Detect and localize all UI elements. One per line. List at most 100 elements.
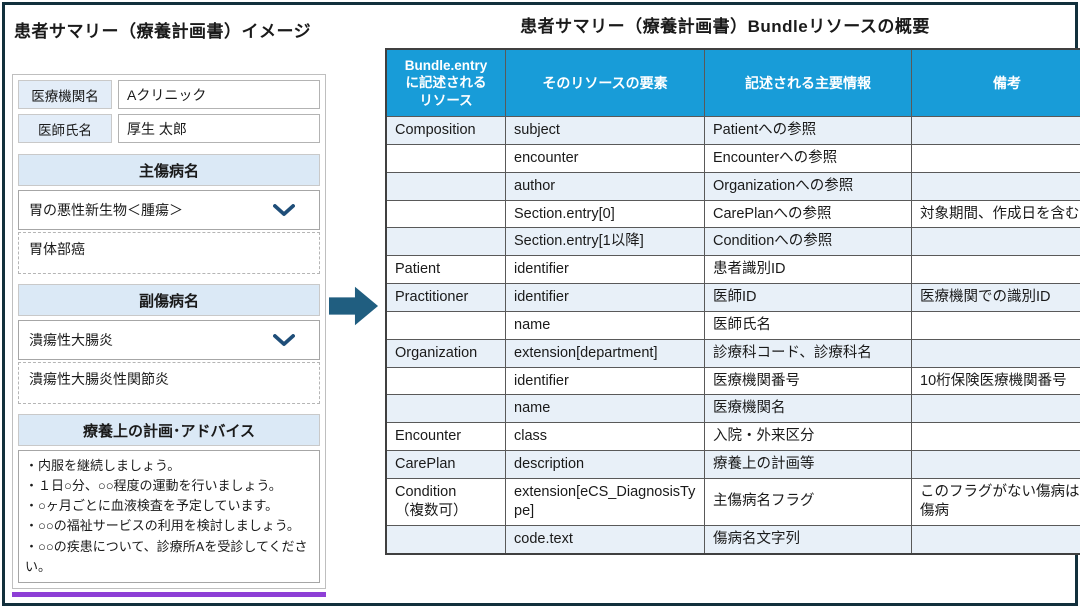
advice-line: ・１日○分、○○程度の運動を行いましょう。 [25, 478, 282, 494]
sub-disease-select-value: 潰瘍性大腸炎 [29, 332, 113, 348]
cell-element: name [505, 310, 705, 340]
cell-resource: Organization [385, 338, 506, 368]
cell-element: description [505, 450, 705, 479]
flow-arrow-icon [329, 283, 379, 329]
cell-info: 入院・外来区分 [704, 422, 912, 452]
header-element: そのリソースの要素 [505, 48, 705, 117]
section-header-sub-disease: 副傷病名 [18, 284, 320, 316]
cell-info: Organizationへの参照 [704, 171, 912, 201]
cell-info: 医療機関名 [704, 394, 912, 424]
cell-remark [911, 422, 1080, 452]
sub-disease-detail-input[interactable]: 潰瘍性大腸炎性関節炎 [18, 362, 320, 404]
advice-line: ・○○の疾患について、診療所Aを受診してください。 [25, 538, 308, 574]
cell-element: code.text [505, 524, 705, 555]
cell-resource [385, 227, 506, 257]
left-panel-title: 患者サマリー（療養計画書）イメージ [14, 22, 312, 41]
patient-summary-panel: 患者サマリー（療養計画書）イメージ 医療機関名 Aクリニック 医師氏名 厚生 太… [12, 12, 326, 597]
table-row: Condition （複数可）extension[eCS_DiagnosisTy… [385, 477, 1080, 526]
cell-info: 主傷病名フラグ [704, 477, 912, 526]
cell-remark [911, 116, 1080, 145]
cell-remark [911, 310, 1080, 340]
right-panel-title: 患者サマリー（療養計画書）Bundleリソースの概要 [520, 17, 930, 36]
cell-element: name [505, 394, 705, 424]
cell-remark [911, 171, 1080, 201]
org-name-field-row: 医療機関名 Aクリニック [18, 80, 320, 109]
chevron-down-icon [273, 203, 295, 217]
header-row: Bundle.entry に記述される リソース そのリソースの要素 記述される… [385, 48, 1080, 117]
cell-info: 療養上の計画等 [704, 450, 912, 479]
patient-summary-form: 医療機関名 Aクリニック 医師氏名 厚生 太郎 主傷病名 胃の悪性新生物＜腫瘍＞… [12, 74, 326, 589]
cell-resource [385, 199, 506, 229]
cell-element: subject [505, 116, 705, 145]
doctor-name-input[interactable]: 厚生 太郎 [118, 114, 320, 143]
cell-resource: Composition [385, 116, 506, 145]
advice-line: ・○ヶ月ごとに血液検査を予定しています。 [25, 498, 279, 514]
cell-remark [911, 338, 1080, 368]
cell-resource: CarePlan [385, 450, 506, 479]
doctor-name-label: 医師氏名 [18, 114, 112, 143]
cell-resource: Condition （複数可） [385, 477, 506, 526]
cell-info: Patientへの参照 [704, 116, 912, 145]
cell-remark [911, 143, 1080, 173]
bundle-overview-panel: 患者サマリー（療養計画書）Bundleリソースの概要 Bundle.entry … [385, 8, 1080, 555]
cell-element: identifier [505, 366, 705, 396]
main-disease-select-value: 胃の悪性新生物＜腫瘍＞ [29, 202, 183, 218]
cell-info: Encounterへの参照 [704, 143, 912, 173]
cell-remark: 10桁保険医療機関番号 [911, 366, 1080, 396]
org-name-label: 医療機関名 [18, 80, 112, 109]
org-name-input[interactable]: Aクリニック [118, 80, 320, 109]
advice-line: ・○○の福祉サービスの利用を検討しましょう。 [25, 518, 300, 534]
cell-element: identifier [505, 255, 705, 285]
cell-resource [385, 143, 506, 173]
main-disease-detail-input[interactable]: 胃体部癌 [18, 232, 320, 274]
header-resource: Bundle.entry に記述される リソース [385, 48, 506, 117]
sub-disease-select[interactable]: 潰瘍性大腸炎 [18, 320, 320, 360]
advice-line: ・内服を継続しましょう。 [25, 458, 181, 473]
section-header-advice: 療養上の計画･アドバイス [18, 414, 320, 446]
cell-info: Conditionへの参照 [704, 227, 912, 257]
cell-resource: Encounter [385, 422, 506, 452]
cell-resource [385, 366, 506, 396]
cell-remark [911, 450, 1080, 479]
cell-resource [385, 524, 506, 555]
cell-element: Section.entry[1以降] [505, 227, 705, 257]
advice-textarea[interactable]: ・内服を継続しましょう。・１日○分、○○程度の運動を行いましょう。・○ヶ月ごとに… [18, 450, 320, 583]
cell-info: CarePlanへの参照 [704, 199, 912, 229]
table-row: Section.entry[0]CarePlanへの参照対象期間、作成日を含む。 [385, 199, 1080, 229]
cell-remark [911, 255, 1080, 285]
cell-remark: 医療機関での識別ID [911, 283, 1080, 312]
cell-element: identifier [505, 283, 705, 312]
cell-remark [911, 524, 1080, 555]
cell-element: extension[department] [505, 338, 705, 368]
cell-remark: このフラグがない傷病は副傷病 [911, 477, 1080, 526]
cell-element: class [505, 422, 705, 452]
cell-resource [385, 394, 506, 424]
doctor-name-field-row: 医師氏名 厚生 太郎 [18, 114, 320, 143]
section-header-main-disease: 主傷病名 [18, 154, 320, 186]
cell-info: 傷病名文字列 [704, 524, 912, 555]
cell-resource [385, 171, 506, 201]
header-remark: 備考 [911, 48, 1080, 117]
cell-element: Section.entry[0] [505, 199, 705, 229]
table-row: Section.entry[1以降]Conditionへの参照 [385, 227, 1080, 257]
cell-remark [911, 227, 1080, 257]
main-disease-select[interactable]: 胃の悪性新生物＜腫瘍＞ [18, 190, 320, 230]
header-info: 記述される主要情報 [704, 48, 912, 117]
cell-resource: Practitioner [385, 283, 506, 312]
cell-resource: Patient [385, 255, 506, 285]
purple-underline [12, 591, 326, 597]
cell-info: 医師ID [704, 283, 912, 312]
bundle-table: Bundle.entry に記述される リソース そのリソースの要素 記述される… [385, 48, 1080, 555]
